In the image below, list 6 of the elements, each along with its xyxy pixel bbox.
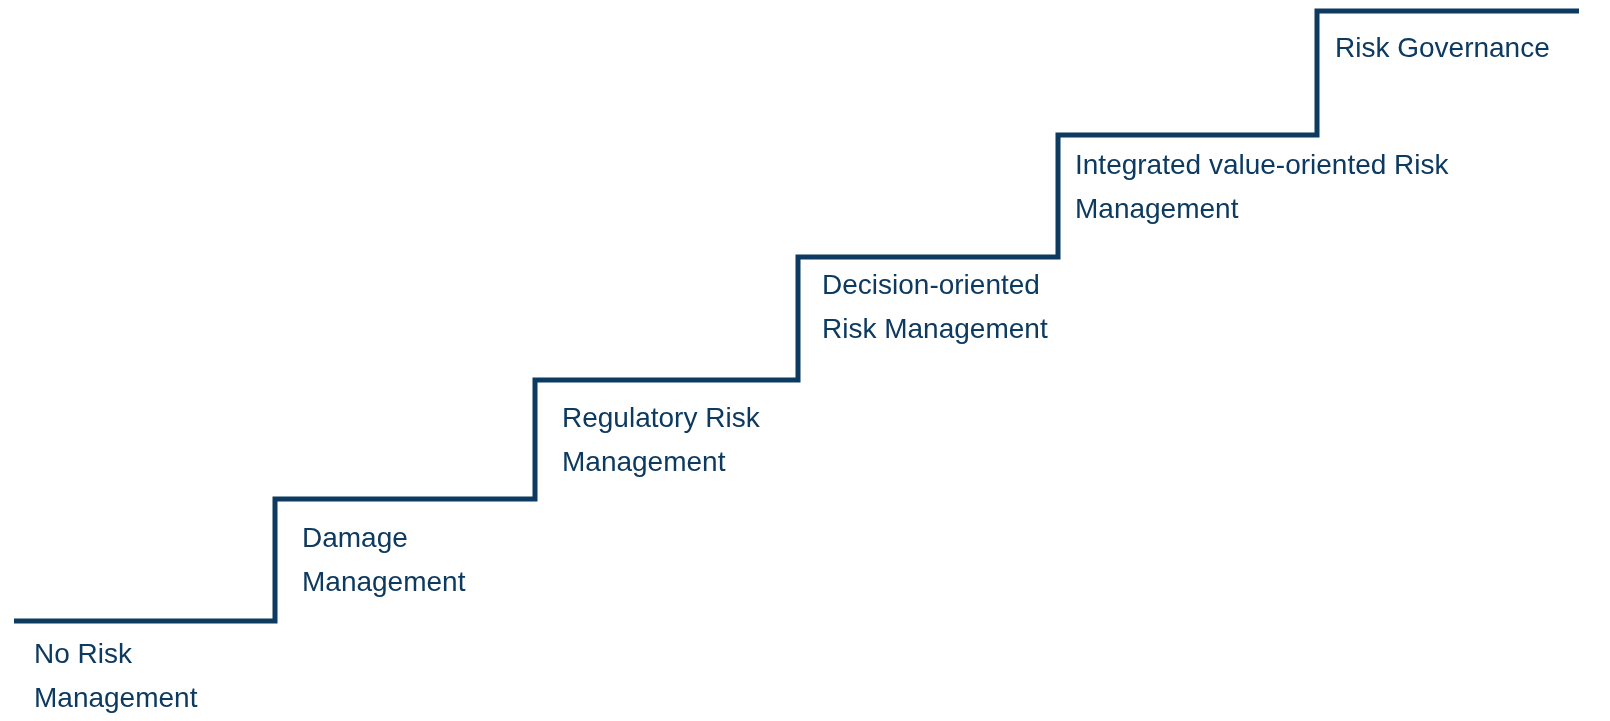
step-label: No Risk Management: [34, 637, 199, 715]
step-label: Decision-oriented Risk Management: [822, 268, 1049, 346]
step-label: Risk Governance: [1335, 31, 1551, 65]
step-label: Integrated value-oriented Risk Management: [1075, 148, 1450, 226]
step-label: Regulatory Risk Management: [562, 401, 761, 479]
step-label: Damage Management: [302, 521, 467, 599]
